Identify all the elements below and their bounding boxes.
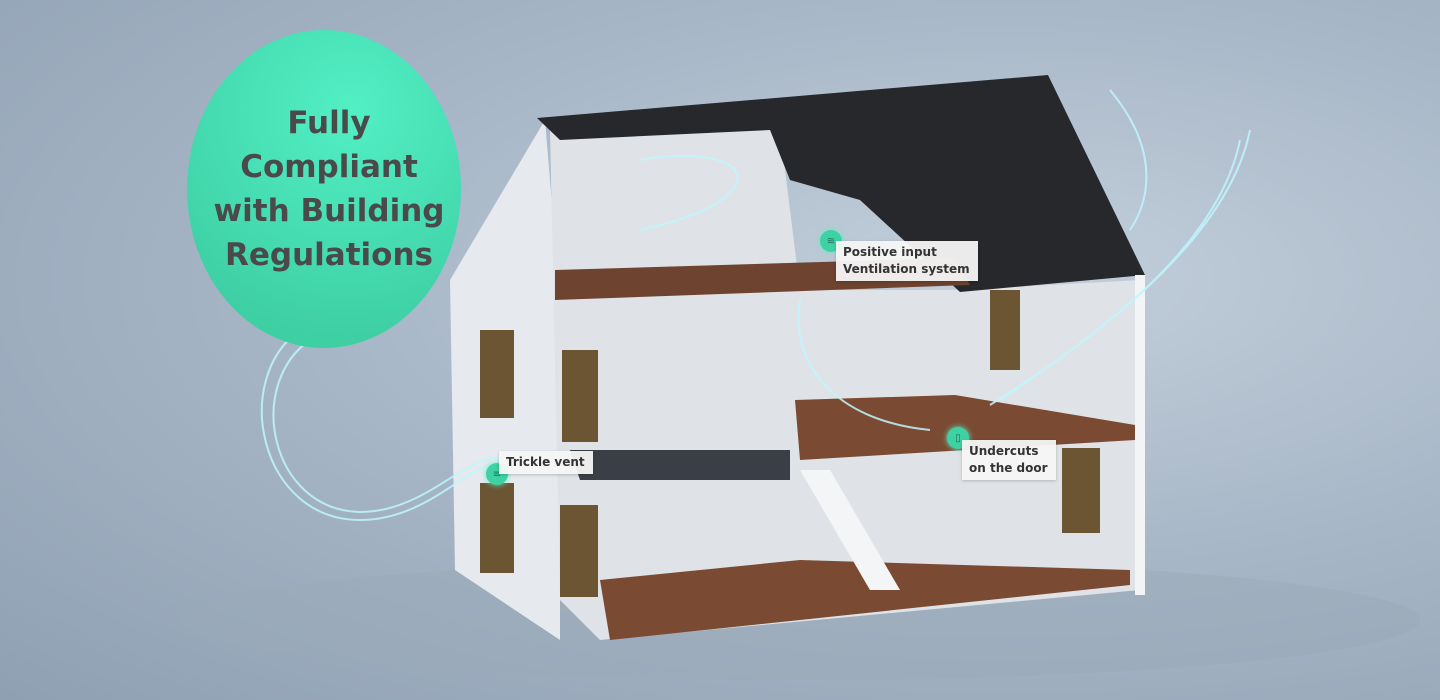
compliance-badge: Fully Compliant with Building Regulation… bbox=[187, 30, 461, 348]
callout-trickle-label: Trickle vent bbox=[506, 455, 585, 469]
headline: Fully Compliant with Building Regulation… bbox=[213, 105, 445, 273]
callout-door-line2: on the door bbox=[969, 461, 1048, 475]
house-interior bbox=[550, 130, 1140, 640]
house-roof bbox=[537, 75, 1145, 292]
callout-piv-line1: Positive input bbox=[843, 245, 937, 259]
callout-door-line1: Undercuts bbox=[969, 444, 1039, 458]
ground-floor bbox=[600, 560, 1130, 640]
callout-trickle: Trickle vent bbox=[499, 451, 593, 474]
callout-piv-line2: Ventilation system bbox=[843, 262, 970, 276]
callout-piv: Positive input Ventilation system bbox=[836, 241, 978, 281]
callout-door: Undercuts on the door bbox=[962, 440, 1056, 480]
